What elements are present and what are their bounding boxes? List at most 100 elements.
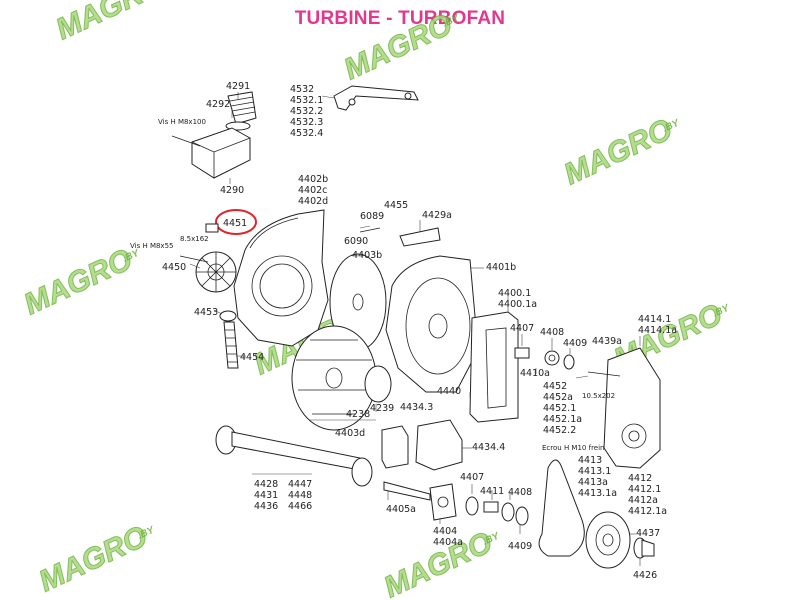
part-label: 4292: [206, 99, 230, 110]
part-label: 4532: [290, 84, 314, 95]
part-label: 4412a: [628, 495, 658, 506]
part-label: 4414.1: [638, 314, 671, 325]
part-label: 4411: [480, 486, 504, 497]
pto-shaft-part: [383, 481, 431, 501]
small-disc-part: [364, 365, 392, 403]
pulley-part: [585, 511, 631, 569]
part-label: 4413.1: [578, 466, 611, 477]
lower-bearing-stack-part: [465, 496, 529, 526]
part-label: 4453: [194, 307, 218, 318]
part-label: 4402b: [298, 174, 328, 185]
part-label: Vis H M8x55: [130, 242, 173, 250]
linkage-part: [333, 85, 419, 111]
part-label: 4412.1: [628, 484, 661, 495]
part-label: 4291: [226, 81, 250, 92]
part-label: 4405a: [386, 504, 416, 515]
bolt-part: [359, 227, 381, 233]
part-label: 4402d: [298, 196, 328, 207]
watermark-brand: MAGRO: [19, 243, 137, 322]
diagram-title: TURBINE - TURBOFAN: [294, 8, 506, 29]
part-label: 4437: [636, 528, 660, 539]
part-label: 4428: [254, 479, 278, 490]
small-block-part: [205, 223, 219, 233]
part-label: 4408: [508, 487, 532, 498]
part-label: 4403d: [335, 428, 365, 439]
part-label: 4431: [254, 490, 278, 501]
part-label: 4412.1a: [628, 506, 667, 517]
part-label: 4239: [370, 403, 394, 414]
fan-housing-part: [233, 209, 329, 347]
spacer-part: [381, 419, 463, 471]
watermark-logo: MAGRO .BY: [34, 519, 158, 599]
hub-part: [633, 537, 655, 559]
part-label: 4410a: [520, 368, 550, 379]
bearing-stack-part: [514, 347, 575, 370]
lower-hose-part: [223, 321, 239, 369]
part-label: 4402c: [298, 185, 327, 196]
part-label: 4452.2: [543, 425, 576, 436]
part-label: 4404a: [433, 537, 463, 548]
part-label: 4407: [510, 323, 534, 334]
part-label: 4400.1a: [498, 299, 537, 310]
part-label: 4400.1: [498, 288, 531, 299]
flange-part: [429, 483, 457, 521]
part-label: Vis H M8x100: [158, 118, 206, 126]
part-label: 4413.1a: [578, 488, 617, 499]
main-housing-part: [385, 255, 479, 393]
watermark-brand: MAGRO: [339, 8, 457, 87]
part-label: 4439a: [592, 336, 622, 347]
part-label: 4448: [288, 490, 312, 501]
hose-part: [227, 91, 257, 125]
part-label: 4452a: [543, 392, 573, 403]
watermark-logo: MAGRO .BY: [51, 0, 170, 47]
part-label: 4404: [433, 526, 457, 537]
part-label: 4401b: [486, 262, 516, 273]
part-label: 4452: [543, 381, 567, 392]
inlet-part: [399, 227, 441, 247]
part-label: 4290: [220, 185, 244, 196]
perforated-disc-part: [291, 325, 377, 431]
part-label: 4413a: [578, 477, 608, 488]
part-label: 4440: [437, 386, 461, 397]
shaft-part: [587, 371, 621, 377]
part-label: Ecrou H M10 frein: [542, 444, 604, 452]
part-label: 4452.1: [543, 403, 576, 414]
leader-lines: [189, 92, 641, 566]
part-label: 4466: [288, 501, 312, 512]
part-label: 4238: [346, 409, 370, 420]
part-label: 6089: [360, 211, 384, 222]
part-label: 4447: [288, 479, 312, 490]
part-label: 4412: [628, 473, 652, 484]
watermark-logo: MAGRO .BY: [19, 242, 143, 322]
watermark-logo: MAGRO .BY: [559, 112, 683, 192]
adapter-box-part: [171, 127, 251, 179]
part-label: 4532.2: [290, 106, 323, 117]
watermark-logo: MAGRO .BY: [339, 7, 463, 87]
part-label: 4455: [384, 200, 408, 211]
clamp-part: [219, 310, 237, 322]
part-label: 4414.1a: [638, 325, 677, 336]
part-label: 8.5x162: [180, 235, 209, 243]
part-label: 4434.3: [400, 402, 433, 413]
part-label: 4434.4: [472, 442, 505, 453]
part-label: 4408: [540, 327, 564, 338]
part-label: 10.5x202: [582, 392, 615, 400]
part-label: 4454: [240, 352, 264, 363]
part-label: 4436: [254, 501, 278, 512]
drive-belt-part: [538, 459, 585, 557]
watermark-brand: MAGRO: [51, 0, 169, 46]
part-label: 4403b: [352, 250, 382, 261]
part-label: 4532.3: [290, 117, 323, 128]
pulley-cover-part: [603, 347, 661, 469]
part-label: 4409: [563, 338, 587, 349]
part-label: 4532.4: [290, 128, 323, 139]
impeller-part: [179, 251, 237, 293]
part-label: 4452.1a: [543, 414, 582, 425]
highlighted-part-label: 4451: [223, 218, 247, 229]
watermark-brand: MAGRO: [559, 113, 677, 192]
highlight-circle: [215, 209, 257, 235]
part-label: 4413: [578, 455, 602, 466]
part-label: 4426: [633, 570, 657, 581]
